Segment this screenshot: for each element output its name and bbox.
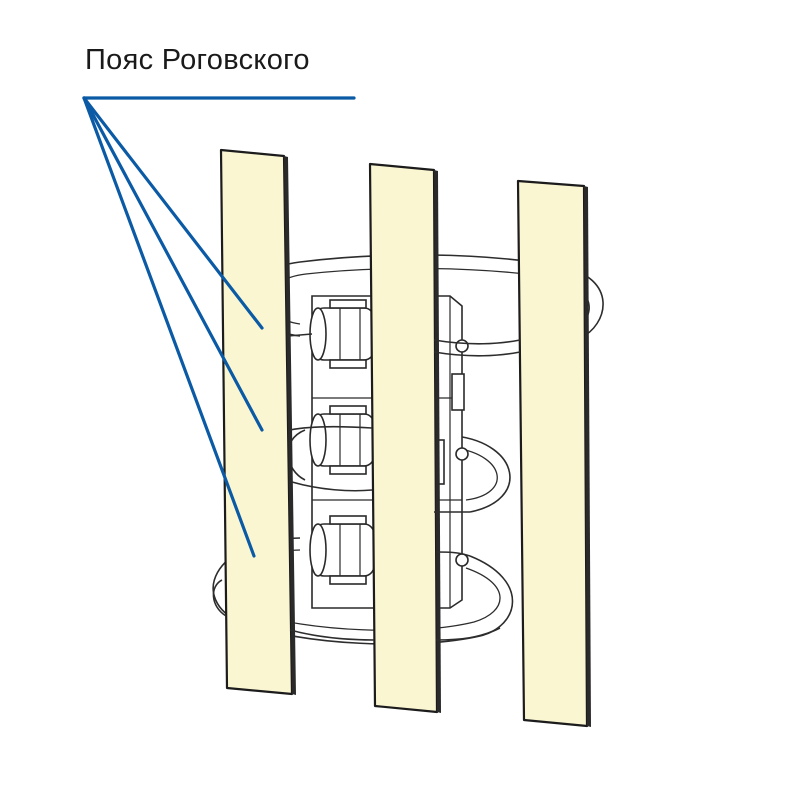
label-leaders	[82, 96, 356, 558]
leader-bottom-coil	[82, 96, 256, 558]
connector-bottom	[309, 515, 375, 585]
rogowski-belt-label: Пояс Роговского	[85, 44, 310, 76]
busbar-right	[516, 179, 591, 728]
busbars	[219, 148, 591, 728]
coil-connectors	[309, 299, 375, 585]
leader-middle-coil	[82, 96, 264, 432]
leader-top-coil	[82, 96, 264, 330]
coil-loops-front	[212, 333, 521, 641]
connector-middle	[309, 405, 375, 475]
connector-top	[309, 299, 375, 369]
busbar-center	[368, 162, 441, 714]
